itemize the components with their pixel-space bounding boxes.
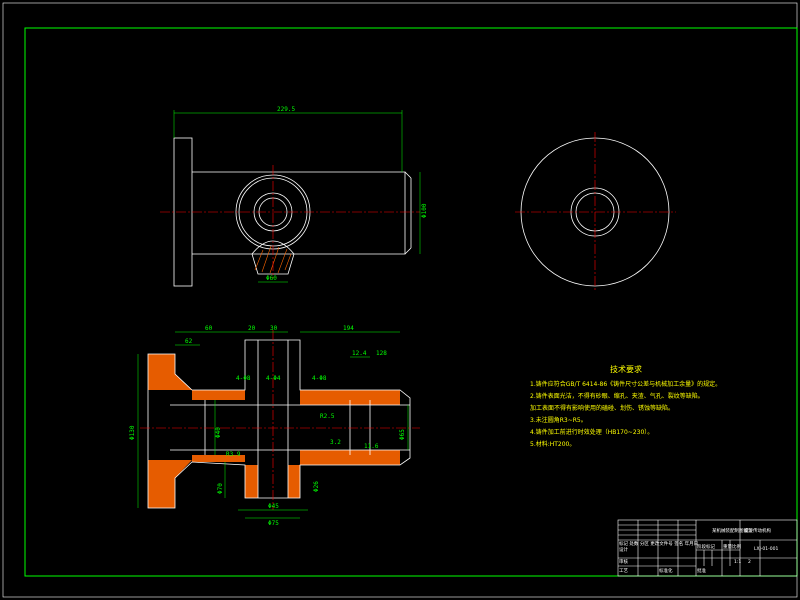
dim-d70: Φ70 (217, 483, 224, 494)
notes-line-4: 3.未注圆角R3~R5。 (530, 416, 587, 424)
tb-row-1: 标记 处数 分区 更改文件号 签名 年月日 (619, 540, 698, 547)
title-block (617, 519, 798, 577)
front-view-centerlines (160, 165, 420, 278)
tb-company: 某机械装配制图设计 (712, 527, 753, 534)
dim-phi130: Φ130 (129, 425, 136, 440)
dim-d128: 128 (376, 350, 387, 357)
dim-d14: 11.6 (364, 443, 379, 450)
dim-m2: 4-Φ4 (266, 375, 281, 382)
dim-d30: 30 (270, 325, 278, 332)
notes-line-3: 加工表面不得有影响使用的磕碰、划伤、锈蚀等缺陷。 (530, 404, 674, 412)
dim-d26: Φ26 (313, 481, 320, 492)
dim-d194: 194 (343, 325, 354, 332)
tb-part-name: 螺旋传动机构 (744, 527, 771, 534)
dim-r39: R3.9 (226, 451, 241, 458)
section-view-centerlines (140, 330, 420, 510)
dim-d45: Φ45 (268, 503, 279, 510)
tb-row-3: 审核 (619, 558, 628, 565)
tb-row-8: 比例 (732, 543, 741, 550)
notes-line-1: 1.铸件应符合GB/T 6414-86《铸件尺寸公差与机械加工余量》的规定。 (530, 380, 721, 388)
dim-d75: Φ75 (268, 520, 279, 527)
notes-line-6: 5.材料:HT200。 (530, 440, 575, 448)
front-view-hatch (254, 245, 292, 274)
dim-top-length: 229.5 (277, 106, 295, 113)
tb-row-7: 重量 (723, 543, 732, 550)
tb-rev: 1:1 (734, 559, 741, 565)
tb-drawing-no: LXJ-01-001 (754, 546, 778, 552)
section-view-outline (147, 339, 411, 509)
dim-m3: 4-Φ8 (312, 375, 327, 382)
tb-row-5: 标准化 (659, 567, 673, 574)
dim-phi65: Φ65 (399, 429, 406, 440)
dim-top-diameter: Φ100 (421, 203, 428, 218)
dim-bore: Φ60 (266, 275, 277, 282)
dim-d60: 60 (205, 325, 213, 332)
tb-row-4: 工艺 (619, 568, 628, 574)
tb-row-6: 阶段标记 (697, 543, 715, 550)
dim-d62: 62 (185, 338, 193, 345)
end-view-centerlines (515, 132, 676, 292)
notes-line-5: 4.铸件加工前进行时效处理（HB170~230）。 (530, 428, 653, 436)
dim-phi40: Φ40 (215, 427, 222, 438)
tb-sheet: 2 (748, 559, 751, 565)
tb-row-2: 设计 (619, 546, 628, 553)
inner-frame (24, 27, 798, 577)
dim-d32: 3.2 (330, 439, 341, 446)
section-view-dimensions (137, 331, 409, 519)
notes-line-2: 2.铸件表面光洁，不得有砂眼、缩孔、夹渣、气孔、裂纹等缺陷。 (530, 392, 704, 400)
front-view-dimensions (173, 110, 421, 283)
dim-d124: 12.4 (352, 350, 367, 357)
section-view-hatch (148, 354, 400, 508)
dim-r25: R2.5 (320, 413, 335, 420)
notes-title: 技术要求 (610, 364, 642, 374)
dim-d20: 20 (248, 325, 256, 332)
technical-notes: 技术要求 1.铸件应符合GB/T 6414-86《铸件尺寸公差与机械加工余量》的… (530, 364, 721, 448)
tb-row-9: 批准 (697, 567, 706, 574)
dim-m1: 4-Φ8 (236, 375, 251, 382)
